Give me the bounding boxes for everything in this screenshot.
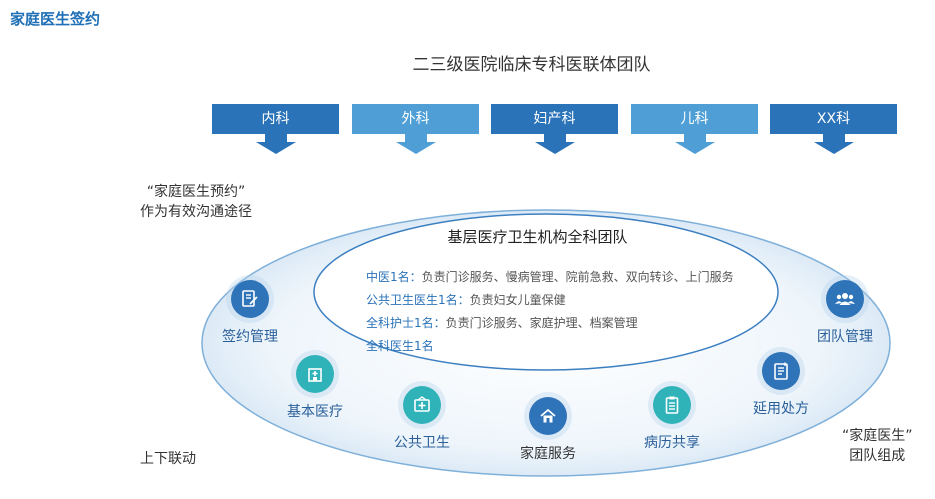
service-basic-care: 基本医疗 [275, 355, 355, 421]
dept-label: 儿科 [631, 104, 758, 134]
diagram-top-title: 二三级医院临床专科医联体团队 [412, 55, 651, 75]
bottom-left-note: 上下联动 [140, 451, 196, 467]
dept-label: 内科 [212, 104, 339, 134]
hospital-icon [296, 355, 334, 393]
down-arrow-icon [255, 142, 296, 154]
dept-label: 妇产科 [491, 104, 618, 134]
service-public-health: 公共卫生 [382, 386, 462, 452]
service-label: 团队管理 [817, 329, 873, 345]
down-arrow-icon [395, 142, 436, 154]
service-home: 家庭服务 [508, 397, 588, 463]
service-team: 团队管理 [805, 280, 885, 346]
service-label: 延用处方 [753, 401, 809, 417]
right-note: “家庭医生” 团队组成 [842, 426, 913, 466]
page-title: 家庭医生签约 [10, 10, 101, 28]
left-note-line1: “家庭医生预约” [146, 184, 246, 200]
right-note-line1: “家庭医生” [842, 428, 913, 444]
inner-title: 基层医疗卫生机构全科团队 [447, 228, 628, 246]
service-label: 病历共享 [644, 435, 700, 451]
staff-line: 公共卫生医生1名：负责妇女儿童保健 [366, 293, 566, 307]
service-label: 公共卫生 [394, 435, 450, 451]
dept-arrow-stem [683, 134, 706, 142]
down-arrow-icon [813, 142, 854, 154]
dept-obgyn: 妇产科 [491, 104, 618, 154]
staff-line: 全科医生1名 [366, 339, 434, 353]
prescription-icon [762, 352, 800, 390]
dept-arrow-stem [264, 134, 287, 142]
public-health-icon [403, 386, 441, 424]
dept-arrow-stem [822, 134, 845, 142]
service-prescription: 延用处方 [741, 352, 821, 418]
dept-label: XX科 [770, 104, 897, 134]
staff-line: 中医1名：负责门诊服务、慢病管理、院前急救、双向转诊、上门服务 [366, 270, 734, 284]
left-note: “家庭医生预约” 作为有效沟通途径 [140, 182, 252, 222]
service-sign: 签约管理 [210, 280, 290, 346]
team-icon [826, 280, 864, 318]
record-icon [653, 386, 691, 424]
dept-arrow-stem [404, 134, 427, 142]
dept-label: 外科 [352, 104, 479, 134]
dept-xx: XX科 [770, 104, 897, 154]
dept-arrow-stem [543, 134, 566, 142]
right-note-line2: 团队组成 [849, 448, 906, 464]
service-records: 病历共享 [632, 386, 712, 452]
dept-internal: 内科 [212, 104, 339, 154]
down-arrow-icon [534, 142, 575, 154]
inner-ellipse [313, 213, 779, 371]
service-label: 家庭服务 [520, 446, 576, 462]
sign-icon [231, 280, 269, 318]
service-label: 签约管理 [222, 329, 278, 345]
dept-pediatrics: 儿科 [631, 104, 758, 154]
home-icon [529, 397, 567, 435]
left-note-line2: 作为有效沟通途径 [140, 204, 252, 220]
service-label: 基本医疗 [287, 404, 343, 420]
staff-line: 全科护士1名：负责门诊服务、家庭护理、档案管理 [366, 316, 638, 330]
dept-surgery: 外科 [352, 104, 479, 154]
down-arrow-icon [674, 142, 715, 154]
